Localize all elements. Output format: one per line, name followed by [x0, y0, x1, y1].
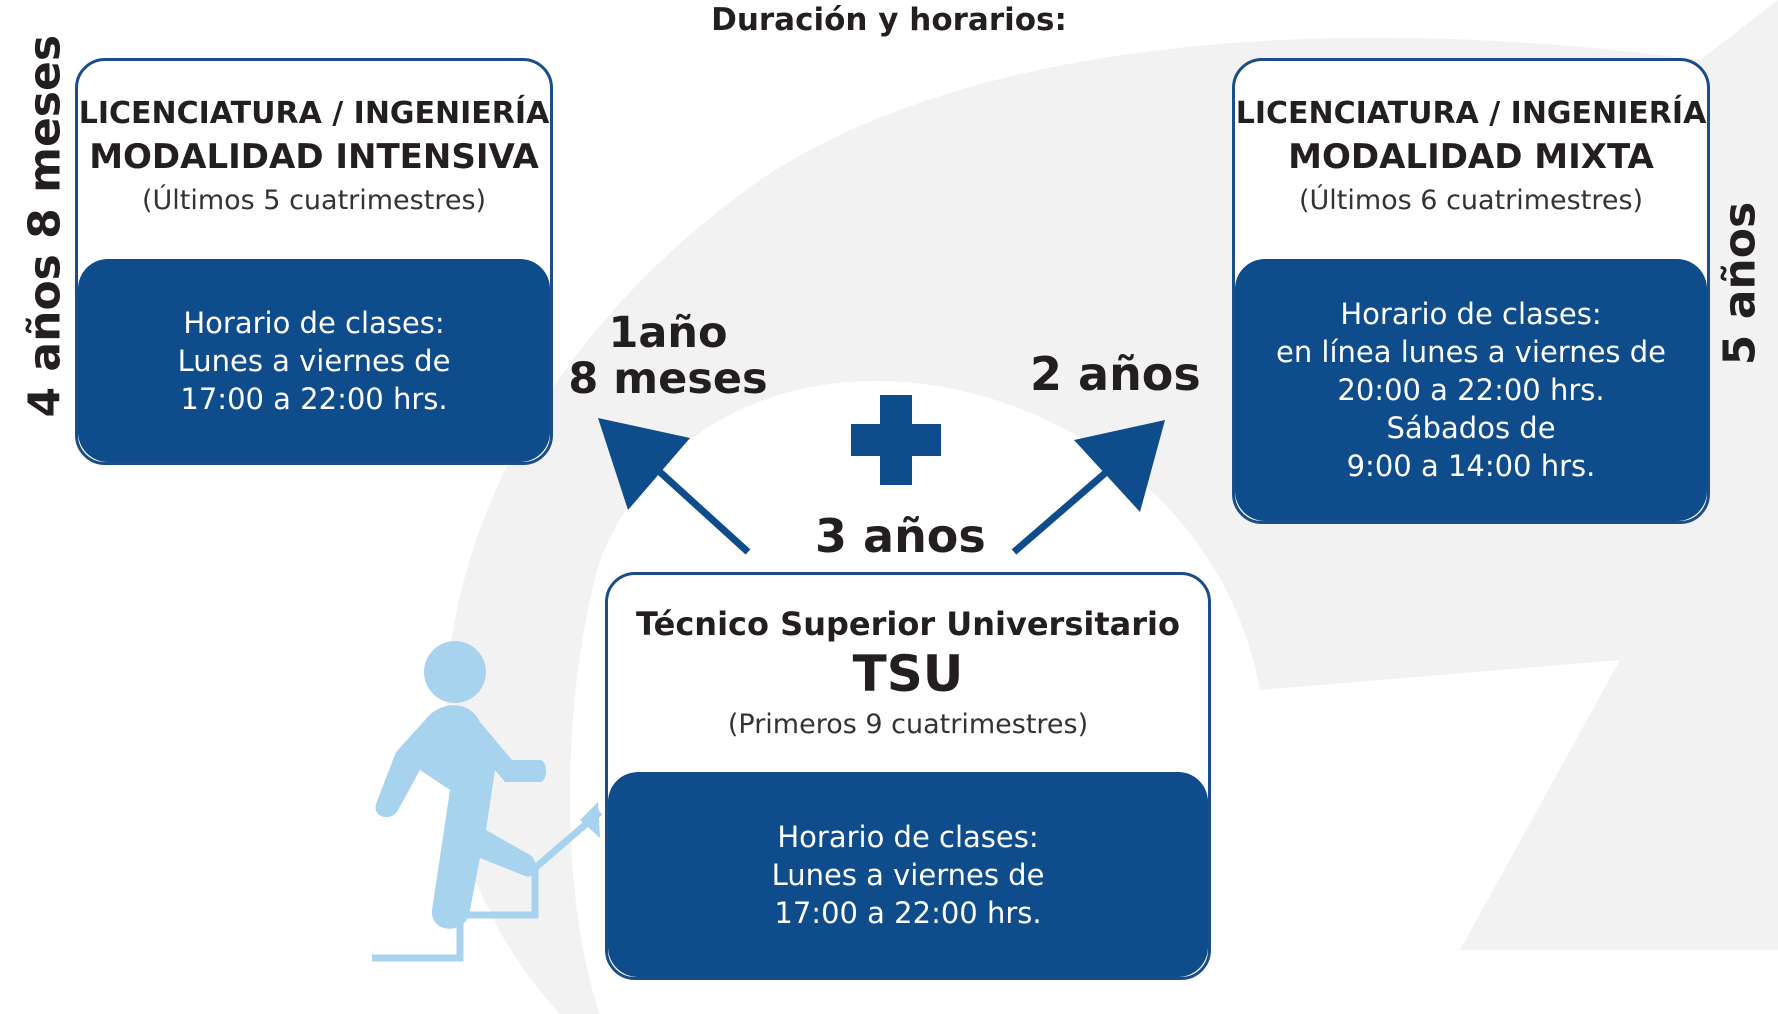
plus-icon: [851, 395, 941, 485]
person-climbing-stairs-icon: [372, 641, 603, 962]
card-program-label: LICENCIATURA / INGENIERÍA: [1235, 96, 1707, 131]
left-arrow-duration: 1año 8 meses: [568, 310, 768, 402]
card-header: LICENCIATURA / INGENIERÍA MODALIDAD INTE…: [78, 95, 550, 221]
label-line: 8 meses: [568, 354, 768, 404]
schedule-line: Lunes a viernes de: [177, 343, 451, 378]
card-period-note: (Últimos 5 cuatrimestres): [141, 185, 487, 216]
schedule-line: 17:00 a 22:00 hrs.: [774, 895, 1042, 930]
arrow-icon: [1011, 420, 1165, 555]
card-modality-title: MODALIDAD MIXTA: [1288, 137, 1654, 177]
right-total-duration: 5 años: [1714, 201, 1766, 366]
schedule-line: en línea lunes a viernes de: [1275, 335, 1666, 369]
arrow-icon: [598, 418, 751, 555]
page-title: Duración y horarios:: [711, 2, 1067, 38]
schedule-line: 9:00 a 14:00 hrs.: [1346, 449, 1596, 483]
card-schedule: Horario de clases: Lunes a viernes de 17…: [608, 772, 1208, 977]
label-line: 1año: [608, 308, 728, 358]
card-header: LICENCIATURA / INGENIERÍA MODALIDAD MIXT…: [1235, 95, 1707, 221]
schedule-line: Horario de clases:: [1340, 297, 1602, 331]
card-period-note: (Últimos 6 cuatrimestres): [1298, 185, 1644, 216]
card-modality-title: TSU: [852, 645, 964, 703]
card-modalidad-mixta: LICENCIATURA / INGENIERÍA MODALIDAD MIXT…: [1232, 58, 1710, 524]
card-modalidad-intensiva: LICENCIATURA / INGENIERÍA MODALIDAD INTE…: [75, 58, 553, 465]
right-arrow-duration: 2 años: [1030, 347, 1201, 401]
schedule-line: 17:00 a 22:00 hrs.: [180, 381, 448, 416]
card-schedule: Horario de clases: en línea lunes a vier…: [1235, 259, 1707, 521]
card-tsu: Técnico Superior Universitario TSU (Prim…: [605, 572, 1211, 980]
card-modality-title: MODALIDAD INTENSIVA: [89, 137, 539, 177]
schedule-line: Sábados de: [1386, 411, 1556, 445]
schedule-line: Lunes a viernes de: [771, 857, 1045, 892]
card-period-note: (Primeros 9 cuatrimestres): [727, 709, 1089, 740]
card-header: Técnico Superior Universitario TSU (Prim…: [608, 605, 1208, 745]
schedule-line: Horario de clases:: [183, 305, 445, 340]
schedule-line: 20:00 a 22:00 hrs.: [1337, 373, 1605, 407]
schedule-line: Horario de clases:: [777, 819, 1039, 854]
left-total-duration: 4 años 8 meses: [19, 34, 71, 418]
card-schedule: Horario de clases: Lunes a viernes de 17…: [78, 259, 550, 462]
card-program-label: Técnico Superior Universitario: [636, 605, 1180, 643]
card-program-label: LICENCIATURA / INGENIERÍA: [78, 96, 550, 131]
center-duration: 3 años: [815, 509, 986, 563]
